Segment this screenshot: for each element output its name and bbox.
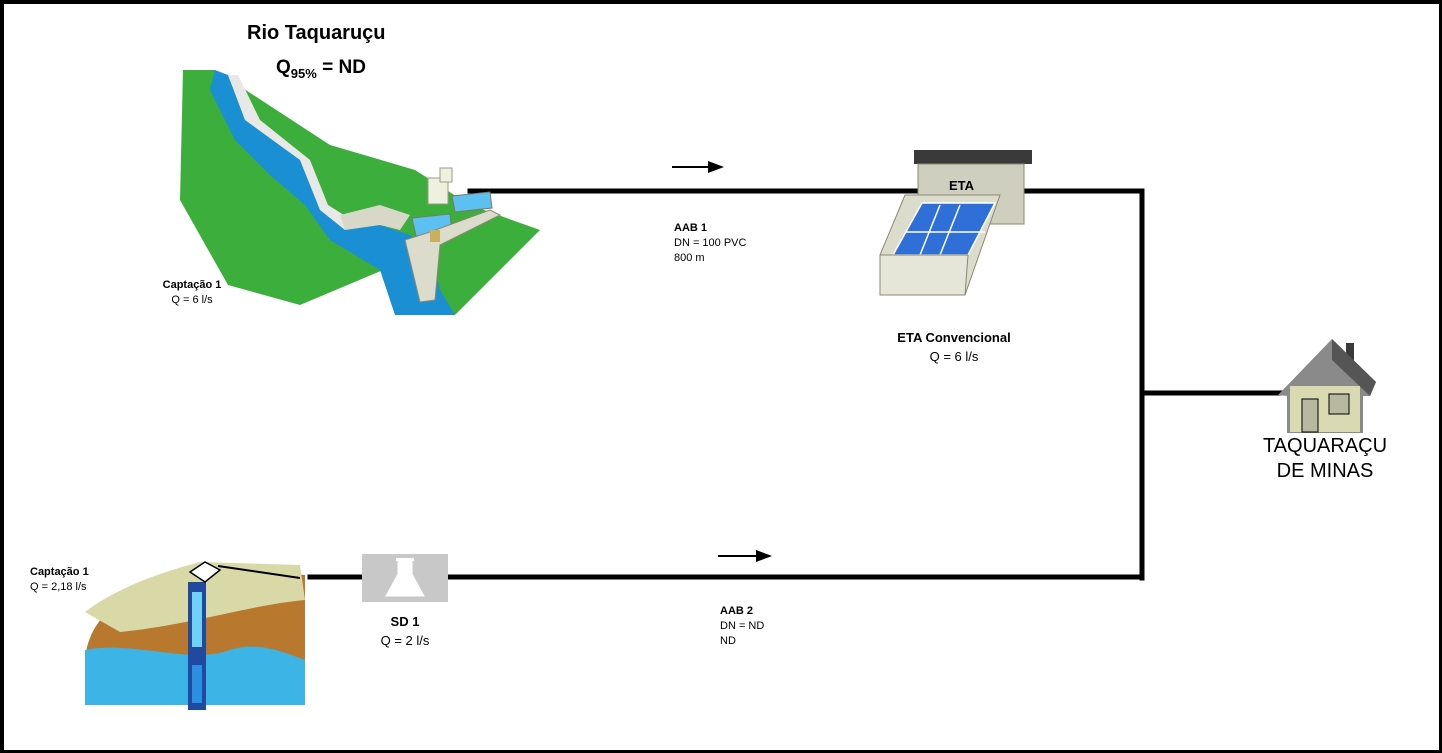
sd-label-block: SD 1 Q = 2 l/s bbox=[360, 612, 450, 650]
pipe-network bbox=[307, 188, 1285, 581]
river-flow-label: Q95% = ND bbox=[276, 57, 366, 81]
sd-name: SD 1 bbox=[390, 614, 420, 629]
pipe2-dn: DN = ND bbox=[720, 620, 765, 632]
intake1-label-block: Captação 1 Q = 6 l/s bbox=[152, 278, 232, 308]
city-line1: TAQUARAÇU bbox=[1262, 435, 1388, 457]
pipe-eta-to-junction bbox=[1019, 188, 1145, 581]
well-label: Captação 1 bbox=[30, 566, 89, 578]
river-title: Rio Taquaruçu bbox=[247, 22, 386, 44]
city-label-block: TAQUARAÇU DE MINAS bbox=[1250, 434, 1400, 484]
pipe2-length: ND bbox=[720, 635, 736, 647]
eta-tank-label: ETA bbox=[949, 178, 975, 193]
eta-illustration bbox=[879, 150, 1032, 296]
flask-icon bbox=[362, 554, 448, 602]
intake1-label: Captação 1 bbox=[162, 279, 222, 291]
well-illustration bbox=[85, 561, 305, 710]
flow-arrow-aab2 bbox=[718, 550, 772, 562]
well-flow: Q = 2,18 l/s bbox=[30, 581, 87, 593]
pipe2-label-block: AAB 2 DN = ND ND bbox=[720, 604, 764, 649]
well-label-block: Captação 1 Q = 2,18 l/s bbox=[30, 565, 89, 595]
pipe1-label-block: AAB 1 DN = 100 PVC 800 m bbox=[674, 221, 746, 266]
sd-flow: Q = 2 l/s bbox=[380, 633, 430, 648]
flow-arrow-aab1 bbox=[672, 161, 724, 173]
pipe2-name: AAB 2 bbox=[720, 605, 754, 617]
pipe1-length: 800 m bbox=[674, 252, 705, 264]
eta-name: ETA Convencional bbox=[897, 330, 1011, 345]
river-intake-illustration bbox=[180, 70, 540, 315]
eta-label-block: ETA Convencional Q = 6 l/s bbox=[878, 328, 1030, 366]
pipe1-dn: DN = 100 PVC bbox=[674, 237, 747, 249]
river-flow-subscript: 95% bbox=[290, 66, 317, 81]
eta-flow: Q = 6 l/s bbox=[929, 349, 979, 364]
city-line2: DE MINAS bbox=[1276, 460, 1374, 482]
river-flow-prefix: Q bbox=[276, 57, 291, 78]
river-flow-value: = ND bbox=[322, 57, 366, 78]
pipe1-name: AAB 1 bbox=[674, 222, 708, 234]
intake1-flow: Q = 6 l/s bbox=[171, 294, 213, 306]
house-icon bbox=[1278, 339, 1376, 433]
